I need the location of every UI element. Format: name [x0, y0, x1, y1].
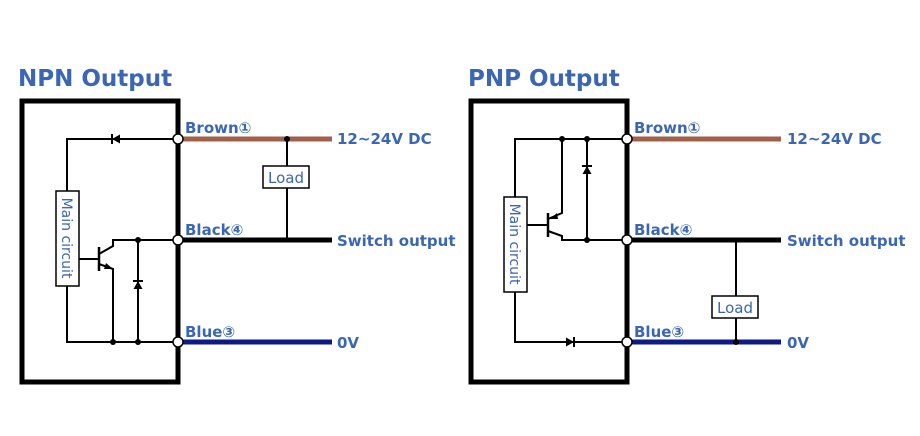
- npn-transistor-icon: [79, 239, 178, 342]
- pnp-switch-output-label: Switch output: [787, 232, 906, 250]
- pnp-supply-label: 12~24V DC: [787, 130, 882, 148]
- npn-protection-diode-icon: [133, 280, 143, 289]
- pnp-black-label: Black④: [634, 221, 692, 239]
- pnp-load-box: [711, 295, 759, 319]
- npn-junction-dot: [284, 136, 290, 142]
- pnp-reverse-diode-icon: [566, 337, 575, 347]
- npn-terminal-blue: [172, 336, 184, 348]
- pnp-terminal-blue: [621, 336, 633, 348]
- pnp-terminal-black: [621, 234, 633, 246]
- pnp-title: PNP Output: [468, 66, 620, 92]
- pnp-load: Load: [711, 240, 759, 345]
- pnp-internal-circuit: Main circuit: [503, 136, 627, 347]
- npn-reverse-diode-icon: [111, 134, 120, 144]
- pnp-sensor-housing: [468, 98, 630, 385]
- pnp-terminal-brown: [621, 133, 633, 145]
- npn-main-circuit-label: Main circuit: [58, 198, 74, 279]
- pnp-junction-dot: [733, 339, 739, 345]
- pnp-transistor-icon: [527, 139, 627, 241]
- pnp-load-label: Load: [717, 299, 753, 317]
- pnp-main-circuit-label: Main circuit: [506, 204, 522, 285]
- npn-internal-circuit: Main circuit: [55, 134, 178, 345]
- pnp-diagram: PNP Output Brown① Black④ Blue③ 12~24V DC…: [468, 66, 906, 385]
- npn-title: NPN Output: [18, 66, 172, 92]
- npn-blue-label: Blue③: [185, 323, 235, 341]
- npn-terminal-brown: [172, 133, 184, 145]
- npn-terminal-black: [172, 234, 184, 246]
- npn-load: Load: [262, 136, 310, 240]
- pnp-brown-label: Brown①: [634, 119, 700, 137]
- npn-switch-output-label: Switch output: [337, 232, 456, 250]
- pnp-protection-diode-icon: [582, 165, 592, 174]
- npn-load-box: [262, 165, 310, 189]
- npn-0v-label: 0V: [337, 334, 359, 352]
- npn-sensor-housing: [19, 98, 181, 385]
- npn-black-label: Black④: [185, 221, 243, 239]
- npn-brown-label: Brown①: [185, 119, 251, 137]
- pnp-blue-label: Blue③: [634, 323, 684, 341]
- npn-load-label: Load: [268, 169, 304, 187]
- npn-supply-label: 12~24V DC: [337, 130, 432, 148]
- npn-diagram: NPN Output Brown① Black④ Blue③ 12~24V DC…: [18, 66, 456, 385]
- pnp-0v-label: 0V: [787, 334, 809, 352]
